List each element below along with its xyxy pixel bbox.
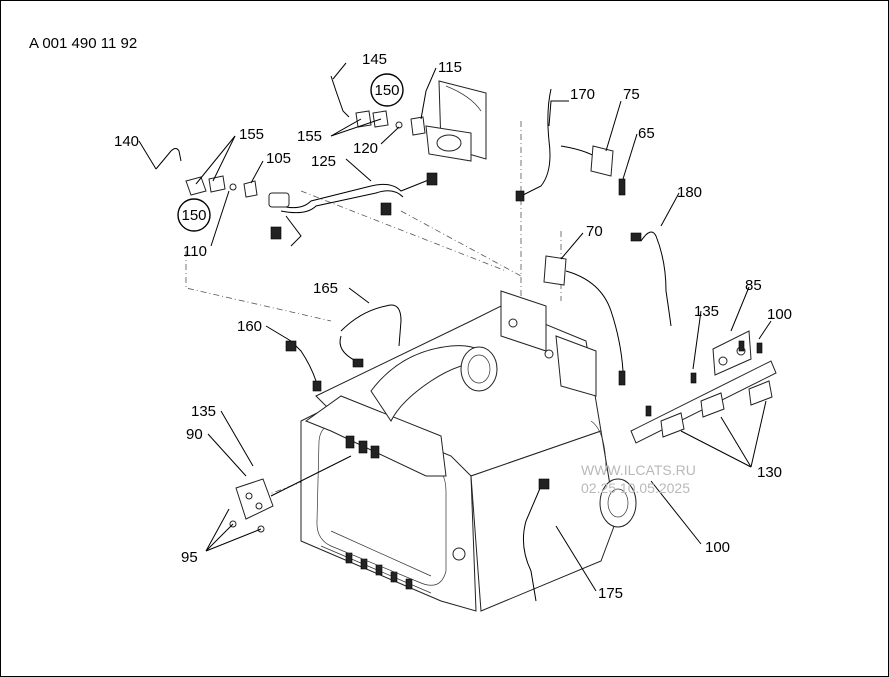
callout-145[interactable]: 145 [362, 51, 387, 68]
document-number: A 001 490 11 92 [29, 35, 137, 52]
silencer-housing [300, 290, 637, 612]
callout-115[interactable]: 115 [438, 59, 462, 76]
line-145-assembly [330, 75, 426, 136]
callout-120[interactable]: 120 [353, 140, 378, 157]
callout-135-right[interactable]: 135 [694, 303, 719, 320]
rail-85 [630, 330, 777, 444]
callout-175[interactable]: 175 [598, 585, 623, 602]
control-unit-70 [543, 255, 626, 386]
callout-130[interactable]: 130 [757, 464, 782, 481]
callout-90[interactable]: 90 [186, 426, 203, 443]
watermark-date: 02.25 10.05.2025 [581, 480, 690, 496]
callout-labels: 145 150 115 170 75 140 155 155 120 65 10… [114, 51, 792, 602]
callout-155-left[interactable]: 155 [239, 126, 264, 143]
callout-155-top[interactable]: 155 [297, 128, 322, 145]
watermark: WWW.ILCATS.RU 02.25 10.05.2025 [581, 462, 696, 496]
callout-85[interactable]: 85 [745, 277, 762, 294]
callout-180[interactable]: 180 [677, 184, 702, 201]
callout-75[interactable]: 75 [623, 86, 640, 103]
watermark-site: WWW.ILCATS.RU [581, 462, 696, 478]
sensor-harness-125 [268, 172, 438, 247]
callout-110[interactable]: 110 [183, 243, 207, 260]
callout-105[interactable]: 105 [266, 150, 291, 167]
callout-140[interactable]: 140 [114, 133, 139, 150]
callout-125[interactable]: 125 [311, 153, 336, 170]
callout-150-left[interactable]: 150 [181, 207, 206, 224]
callout-170[interactable]: 170 [570, 86, 595, 103]
callout-circle-150-left [177, 198, 211, 232]
callout-95[interactable]: 95 [181, 549, 198, 566]
callout-65[interactable]: 65 [638, 125, 655, 142]
callout-150-top[interactable]: 150 [374, 82, 399, 99]
callout-160[interactable]: 160 [237, 318, 262, 335]
callout-circle-150-top [370, 73, 404, 107]
sensor-group-170 [515, 88, 626, 202]
leader-lines [138, 62, 772, 592]
housing-ribs [320, 530, 432, 594]
line-140-assembly [155, 148, 258, 198]
dosing-module-115 [425, 80, 487, 162]
callout-135-left[interactable]: 135 [191, 403, 216, 420]
callout-100-bottom[interactable]: 100 [705, 539, 730, 556]
callout-70[interactable]: 70 [586, 223, 603, 240]
callout-165[interactable]: 165 [313, 280, 338, 297]
sensor-165 [339, 304, 402, 368]
sensor-180 [630, 231, 672, 327]
sensor-160 [285, 340, 322, 392]
callout-100-top[interactable]: 100 [767, 306, 792, 323]
line-175 [522, 478, 550, 602]
